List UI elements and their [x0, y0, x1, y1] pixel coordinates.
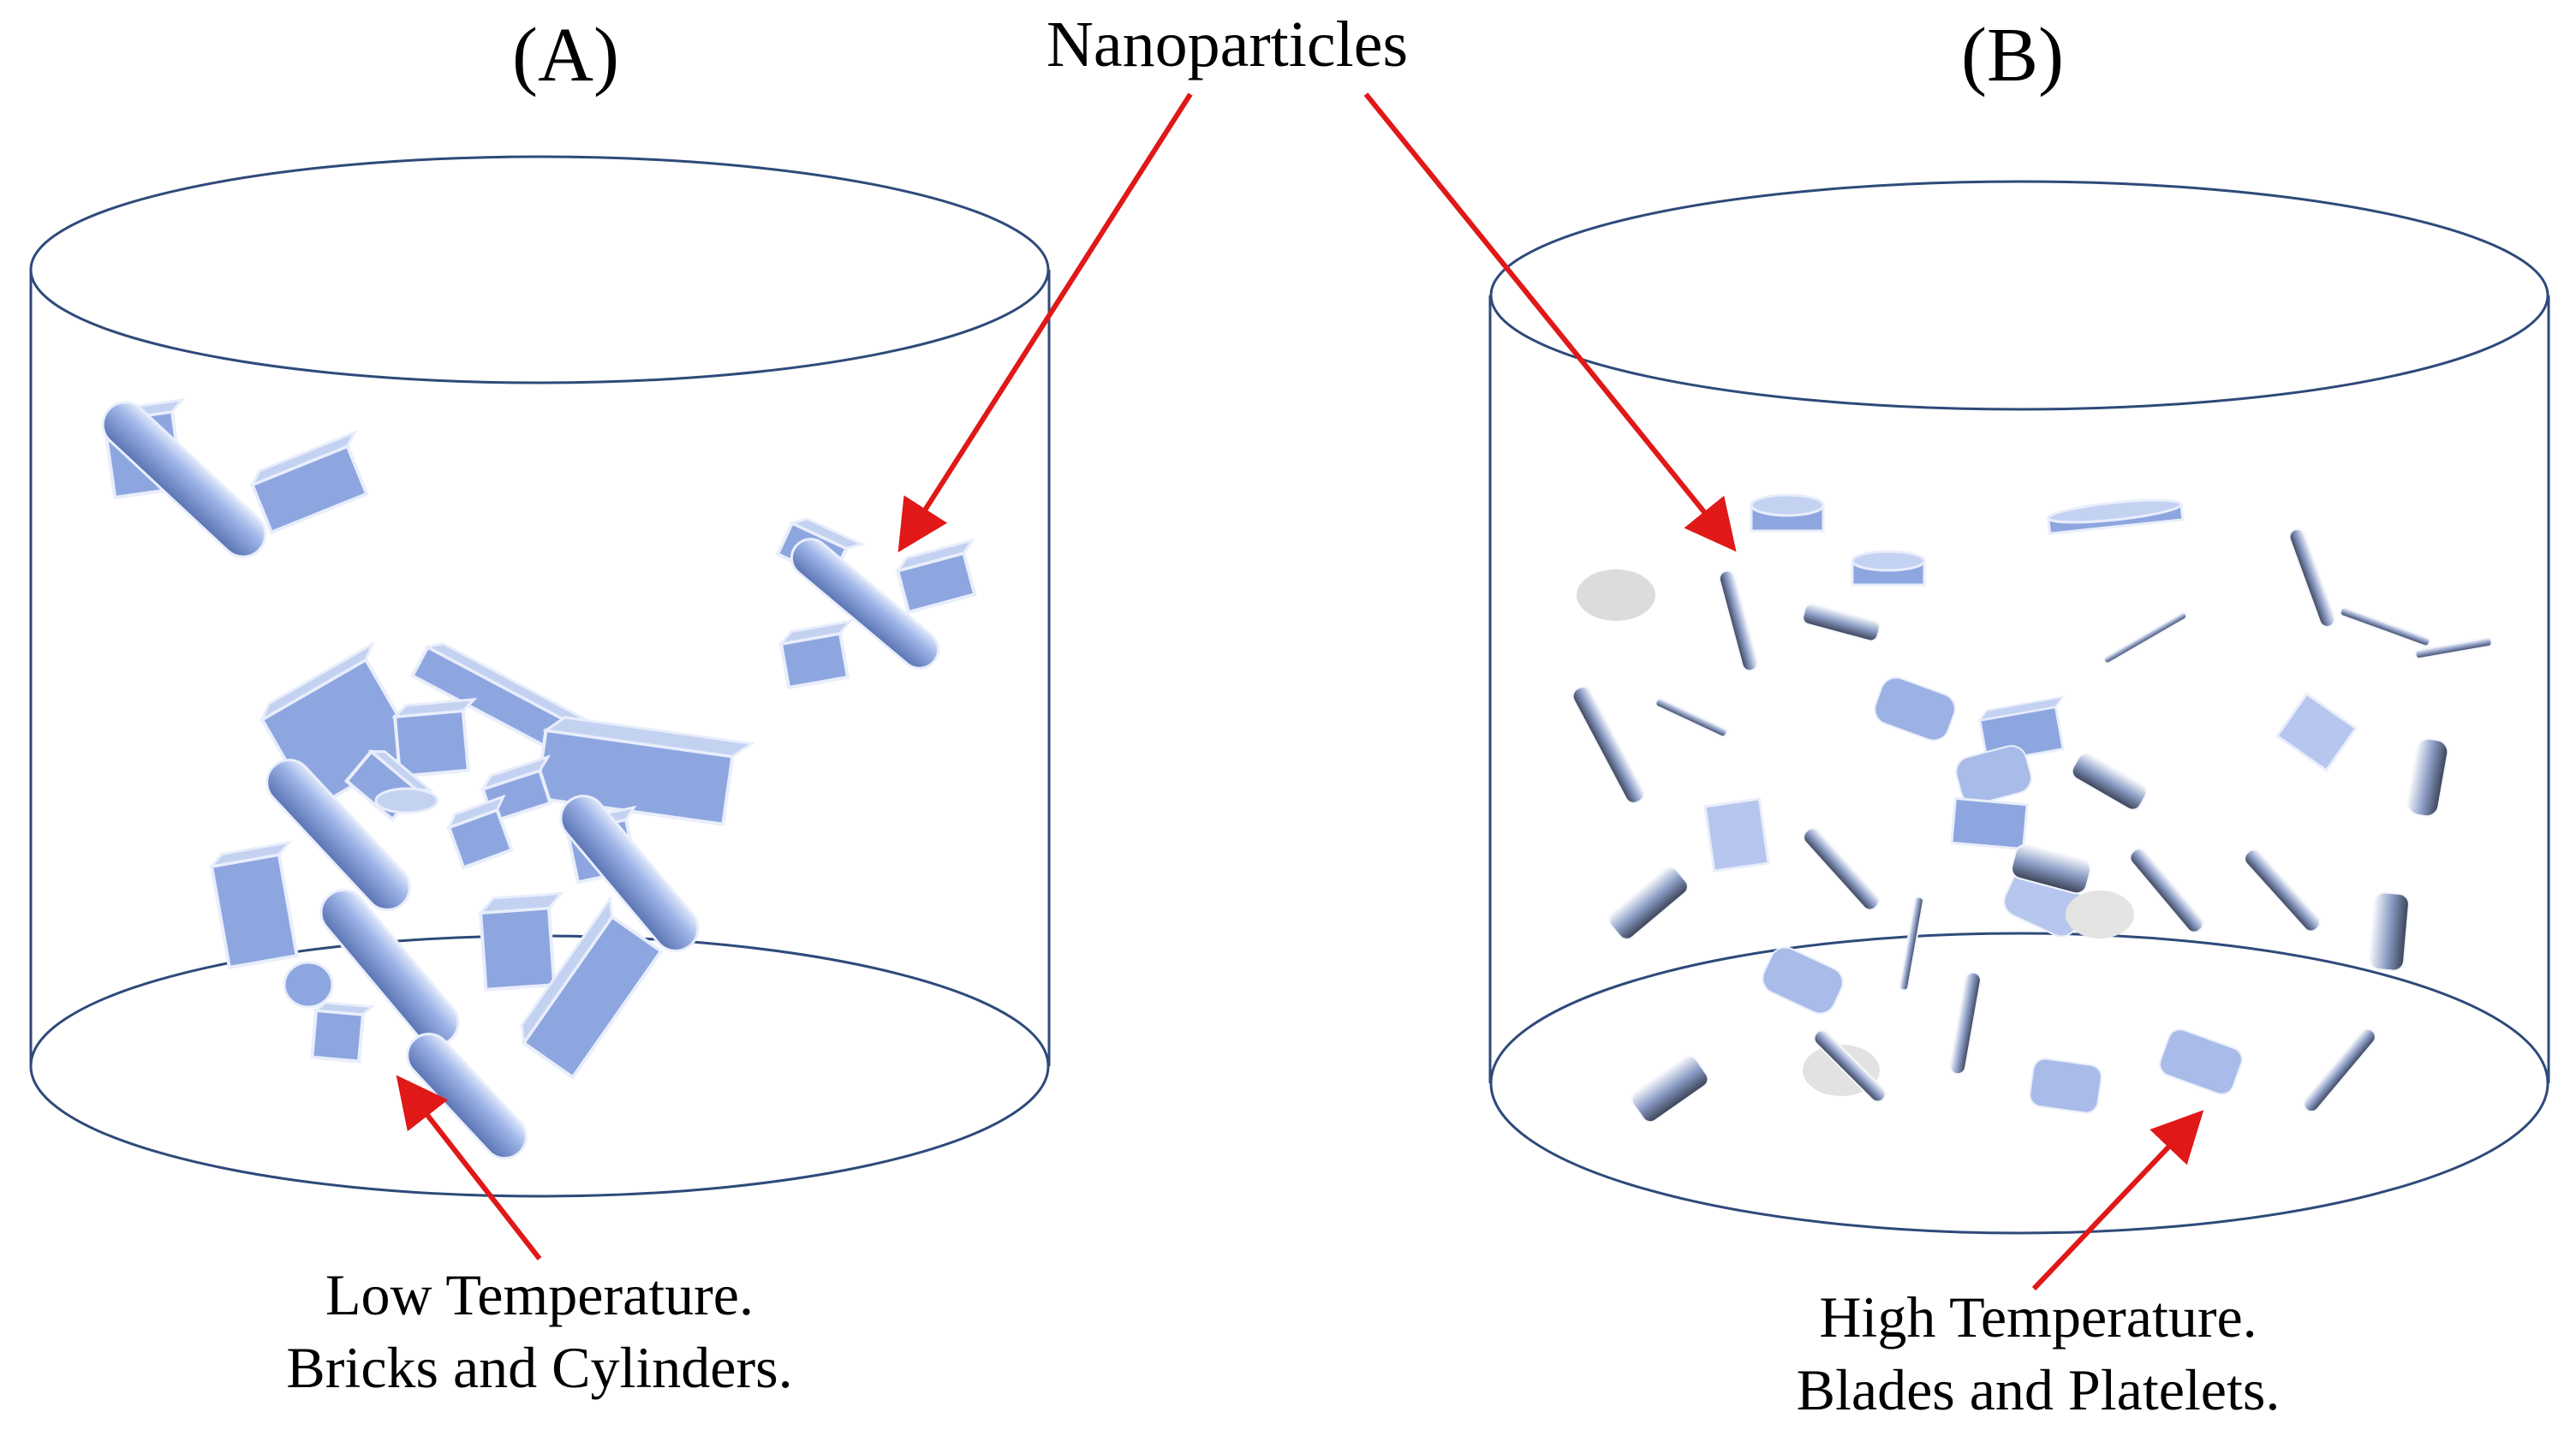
platelet — [2047, 498, 2185, 535]
cylinder — [101, 401, 267, 558]
blades-group — [1571, 528, 2493, 1123]
container-a-top-rim — [29, 155, 1050, 384]
panel-b-label: (B) — [1961, 13, 2064, 98]
high-temperature-caption: High Temperature. Blades and Platelets. — [1696, 1281, 2381, 1427]
blade — [1608, 867, 1689, 940]
brick — [480, 754, 553, 824]
container-b-bottom-rim — [1489, 932, 2549, 1235]
ghost-platelet — [1577, 569, 1655, 621]
blade — [1949, 971, 1982, 1076]
cylinder — [790, 538, 940, 670]
cylinder — [406, 1032, 528, 1160]
platelet — [1851, 550, 1926, 587]
arrow-low-temperature — [396, 1075, 542, 1260]
blade — [2288, 528, 2336, 628]
platelet — [2275, 692, 2358, 772]
cylinder — [559, 795, 700, 952]
blade — [2414, 636, 2493, 660]
platelet — [1874, 676, 1956, 742]
platelet — [2159, 1028, 2243, 1095]
brick — [477, 891, 565, 992]
platelet — [1950, 796, 2029, 851]
blade — [2071, 753, 2148, 811]
platelet — [1762, 946, 1844, 1015]
container-b-walls — [1488, 295, 2550, 1083]
container-a-walls — [29, 270, 1051, 1066]
container-b — [1488, 180, 2550, 1235]
blade — [1571, 686, 1645, 804]
platelet — [2029, 1058, 2102, 1114]
brick — [391, 697, 478, 778]
blade — [1655, 697, 1728, 738]
brick — [520, 895, 664, 1080]
low-temperature-caption: Low Temperature. Bricks and Cylinders. — [197, 1259, 882, 1404]
platelet — [1977, 695, 2065, 765]
arrow-nanoparticles-to-b — [1363, 92, 1737, 552]
blade — [2369, 891, 2410, 972]
brick — [446, 794, 515, 870]
high-temperature-caption-line2: Blades and Platelets. — [1796, 1357, 2281, 1422]
brick — [778, 619, 854, 690]
ghost-platelet — [2066, 891, 2134, 938]
platelet — [1955, 745, 2032, 805]
cylinders-group — [101, 401, 940, 1160]
blade — [2011, 843, 2091, 895]
blade — [2129, 848, 2204, 933]
blade — [1813, 1029, 1887, 1103]
low-temperature-caption-line2: Bricks and Cylinders. — [286, 1335, 793, 1400]
platelet — [1750, 493, 1825, 533]
blade — [1718, 569, 1759, 672]
blade — [2339, 606, 2431, 647]
blade — [1899, 896, 1924, 992]
cylinder — [319, 889, 460, 1046]
arrow-nanoparticles-to-a — [897, 92, 1193, 553]
platelet — [1703, 797, 1770, 873]
nanoparticles-label: Nanoparticles — [1046, 9, 1409, 80]
arrows — [396, 92, 2204, 1291]
blade — [1803, 827, 1880, 911]
container-b-top-rim — [1489, 180, 2549, 411]
low-temperature-caption-line1: Low Temperature. — [325, 1262, 754, 1327]
arrow-high-temperature — [2031, 1110, 2204, 1291]
brick — [208, 840, 300, 970]
brick — [249, 429, 369, 535]
high-temperature-caption-line1: High Temperature. — [1819, 1284, 2257, 1350]
cylinder — [265, 759, 411, 911]
blade — [2244, 849, 2321, 933]
brick — [310, 1001, 376, 1064]
blade — [2303, 1028, 2376, 1113]
cylinder-disc — [283, 787, 439, 1009]
panel-a-label: (A) — [512, 13, 619, 98]
blade — [2102, 611, 2188, 664]
blade — [2406, 737, 2449, 818]
blade — [1802, 603, 1881, 642]
brick — [894, 538, 977, 615]
blade — [1631, 1055, 1709, 1123]
